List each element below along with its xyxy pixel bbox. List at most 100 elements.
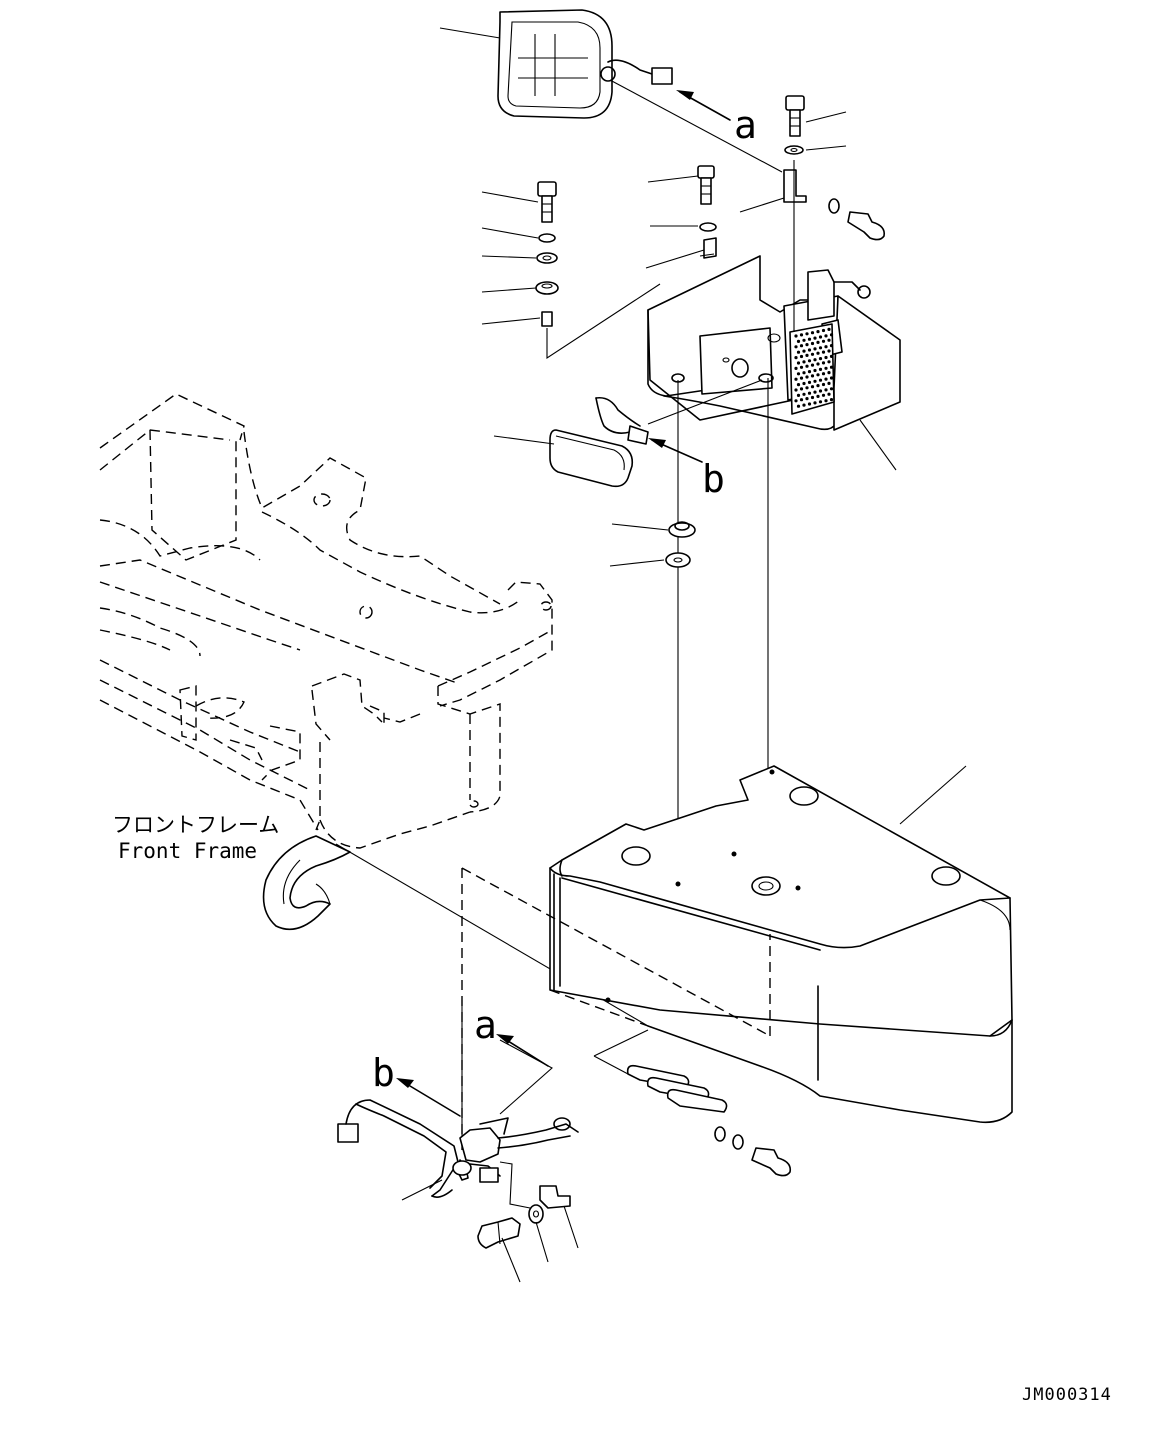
arrow-a-bottom: [496, 1034, 549, 1067]
grille-dot: [821, 350, 826, 354]
side-lamp: [549, 396, 649, 488]
grille-dot: [805, 386, 809, 390]
grille-dot: [827, 327, 831, 331]
callout-a-bottom: a: [474, 1003, 497, 1047]
grille-dot: [796, 404, 801, 408]
grille-dot: [794, 399, 798, 403]
work-lamp: [497, 9, 783, 173]
grille-dot: [818, 335, 823, 339]
front-guard-box: [549, 765, 1013, 1124]
grille-dot: [816, 362, 820, 366]
grille-dot: [813, 368, 817, 373]
grille-dot: [794, 345, 798, 349]
drawing-code: JM000314: [1022, 1385, 1112, 1405]
grille-dot: [821, 328, 826, 333]
grille-dot: [810, 331, 815, 335]
grille-dot: [829, 344, 834, 348]
grille-dot: [824, 355, 828, 360]
frame-label-japanese: フロントフレーム: [112, 813, 279, 837]
lamp-guard-bracket: [647, 255, 901, 431]
grille-dot: [829, 333, 834, 337]
grille-dot: [810, 341, 815, 346]
grille-dot: [827, 381, 831, 385]
grille-dot: [805, 397, 809, 401]
grille-dot: [807, 348, 812, 352]
grille-dot: [799, 333, 804, 337]
grille-dot: [802, 338, 806, 342]
grille-dot: [807, 402, 812, 406]
grommet: [665, 521, 696, 568]
frame-label-english: Front Frame: [118, 839, 257, 863]
grille-dot: [794, 334, 798, 338]
grille-dot: [818, 357, 823, 361]
grille-dot: [816, 384, 820, 388]
grille-dot: [805, 375, 809, 379]
grille-dot: [799, 354, 804, 359]
grille-dot: [829, 354, 834, 358]
clip-plates: [626, 1064, 792, 1177]
grille-dot: [821, 339, 826, 343]
wiring-harness: [337, 1099, 579, 1198]
grille-dot: [824, 366, 828, 370]
grille-dot: [813, 401, 817, 405]
grille-dot: [827, 392, 831, 396]
grille-dot: [802, 371, 806, 375]
grille-dot: [807, 359, 812, 363]
grille-dot: [827, 349, 831, 353]
grille-dot: [796, 339, 801, 343]
grille-dot: [829, 387, 834, 391]
grille-dot: [810, 363, 815, 367]
grille-dot: [818, 367, 823, 371]
grille-dot: [796, 393, 801, 397]
arrow-a-top: [676, 90, 731, 121]
tow-hook: [262, 835, 351, 931]
grille-dot: [807, 391, 812, 395]
callout-a-top: a: [734, 103, 757, 147]
grille-dot: [805, 364, 809, 368]
callout-b-top: b: [702, 457, 725, 501]
grille-dot: [810, 385, 815, 389]
grille-dot: [799, 398, 804, 402]
grille-dot: [824, 399, 828, 403]
grille-dot: [816, 351, 820, 355]
grille-dot: [802, 349, 806, 353]
grille-dot: [829, 376, 834, 380]
grille-dot: [813, 379, 817, 383]
grille-dot: [818, 378, 823, 382]
grille-dot: [813, 336, 817, 340]
grille-dot: [813, 358, 817, 362]
grille-dot: [794, 356, 798, 360]
grille-dot: [810, 352, 815, 356]
grille-dot: [794, 366, 798, 370]
grille-dot: [799, 387, 804, 391]
grille-dot: [821, 372, 826, 376]
reflector-grille: [789, 323, 835, 415]
grille-dot: [807, 370, 812, 374]
grille-dot: [827, 360, 831, 364]
grille-dot: [802, 360, 806, 364]
callout-b-bottom: b: [372, 1051, 395, 1095]
bracket-top-right: [783, 169, 886, 241]
grille-dot: [821, 393, 826, 397]
grille-dot: [821, 361, 826, 365]
arrow-b-top: [648, 438, 703, 463]
bolt-right-top: [784, 95, 805, 155]
grille-dot: [821, 382, 826, 387]
grille-dot: [829, 365, 834, 369]
grille-dot: [807, 380, 812, 384]
grille-dot: [813, 390, 817, 394]
grille-dot: [799, 365, 804, 369]
grille-dot: [796, 350, 801, 354]
grille-dot: [799, 376, 804, 380]
grille-dot: [805, 343, 809, 347]
grille-dot: [794, 388, 798, 392]
grille-dot: [799, 344, 804, 348]
grille-dot: [829, 398, 834, 402]
grille-dot: [796, 361, 801, 365]
grille-dot: [824, 377, 828, 381]
grille-dot: [807, 337, 812, 341]
grille-dot: [802, 392, 806, 396]
grille-dot: [794, 377, 798, 381]
grille-dot: [827, 371, 831, 375]
